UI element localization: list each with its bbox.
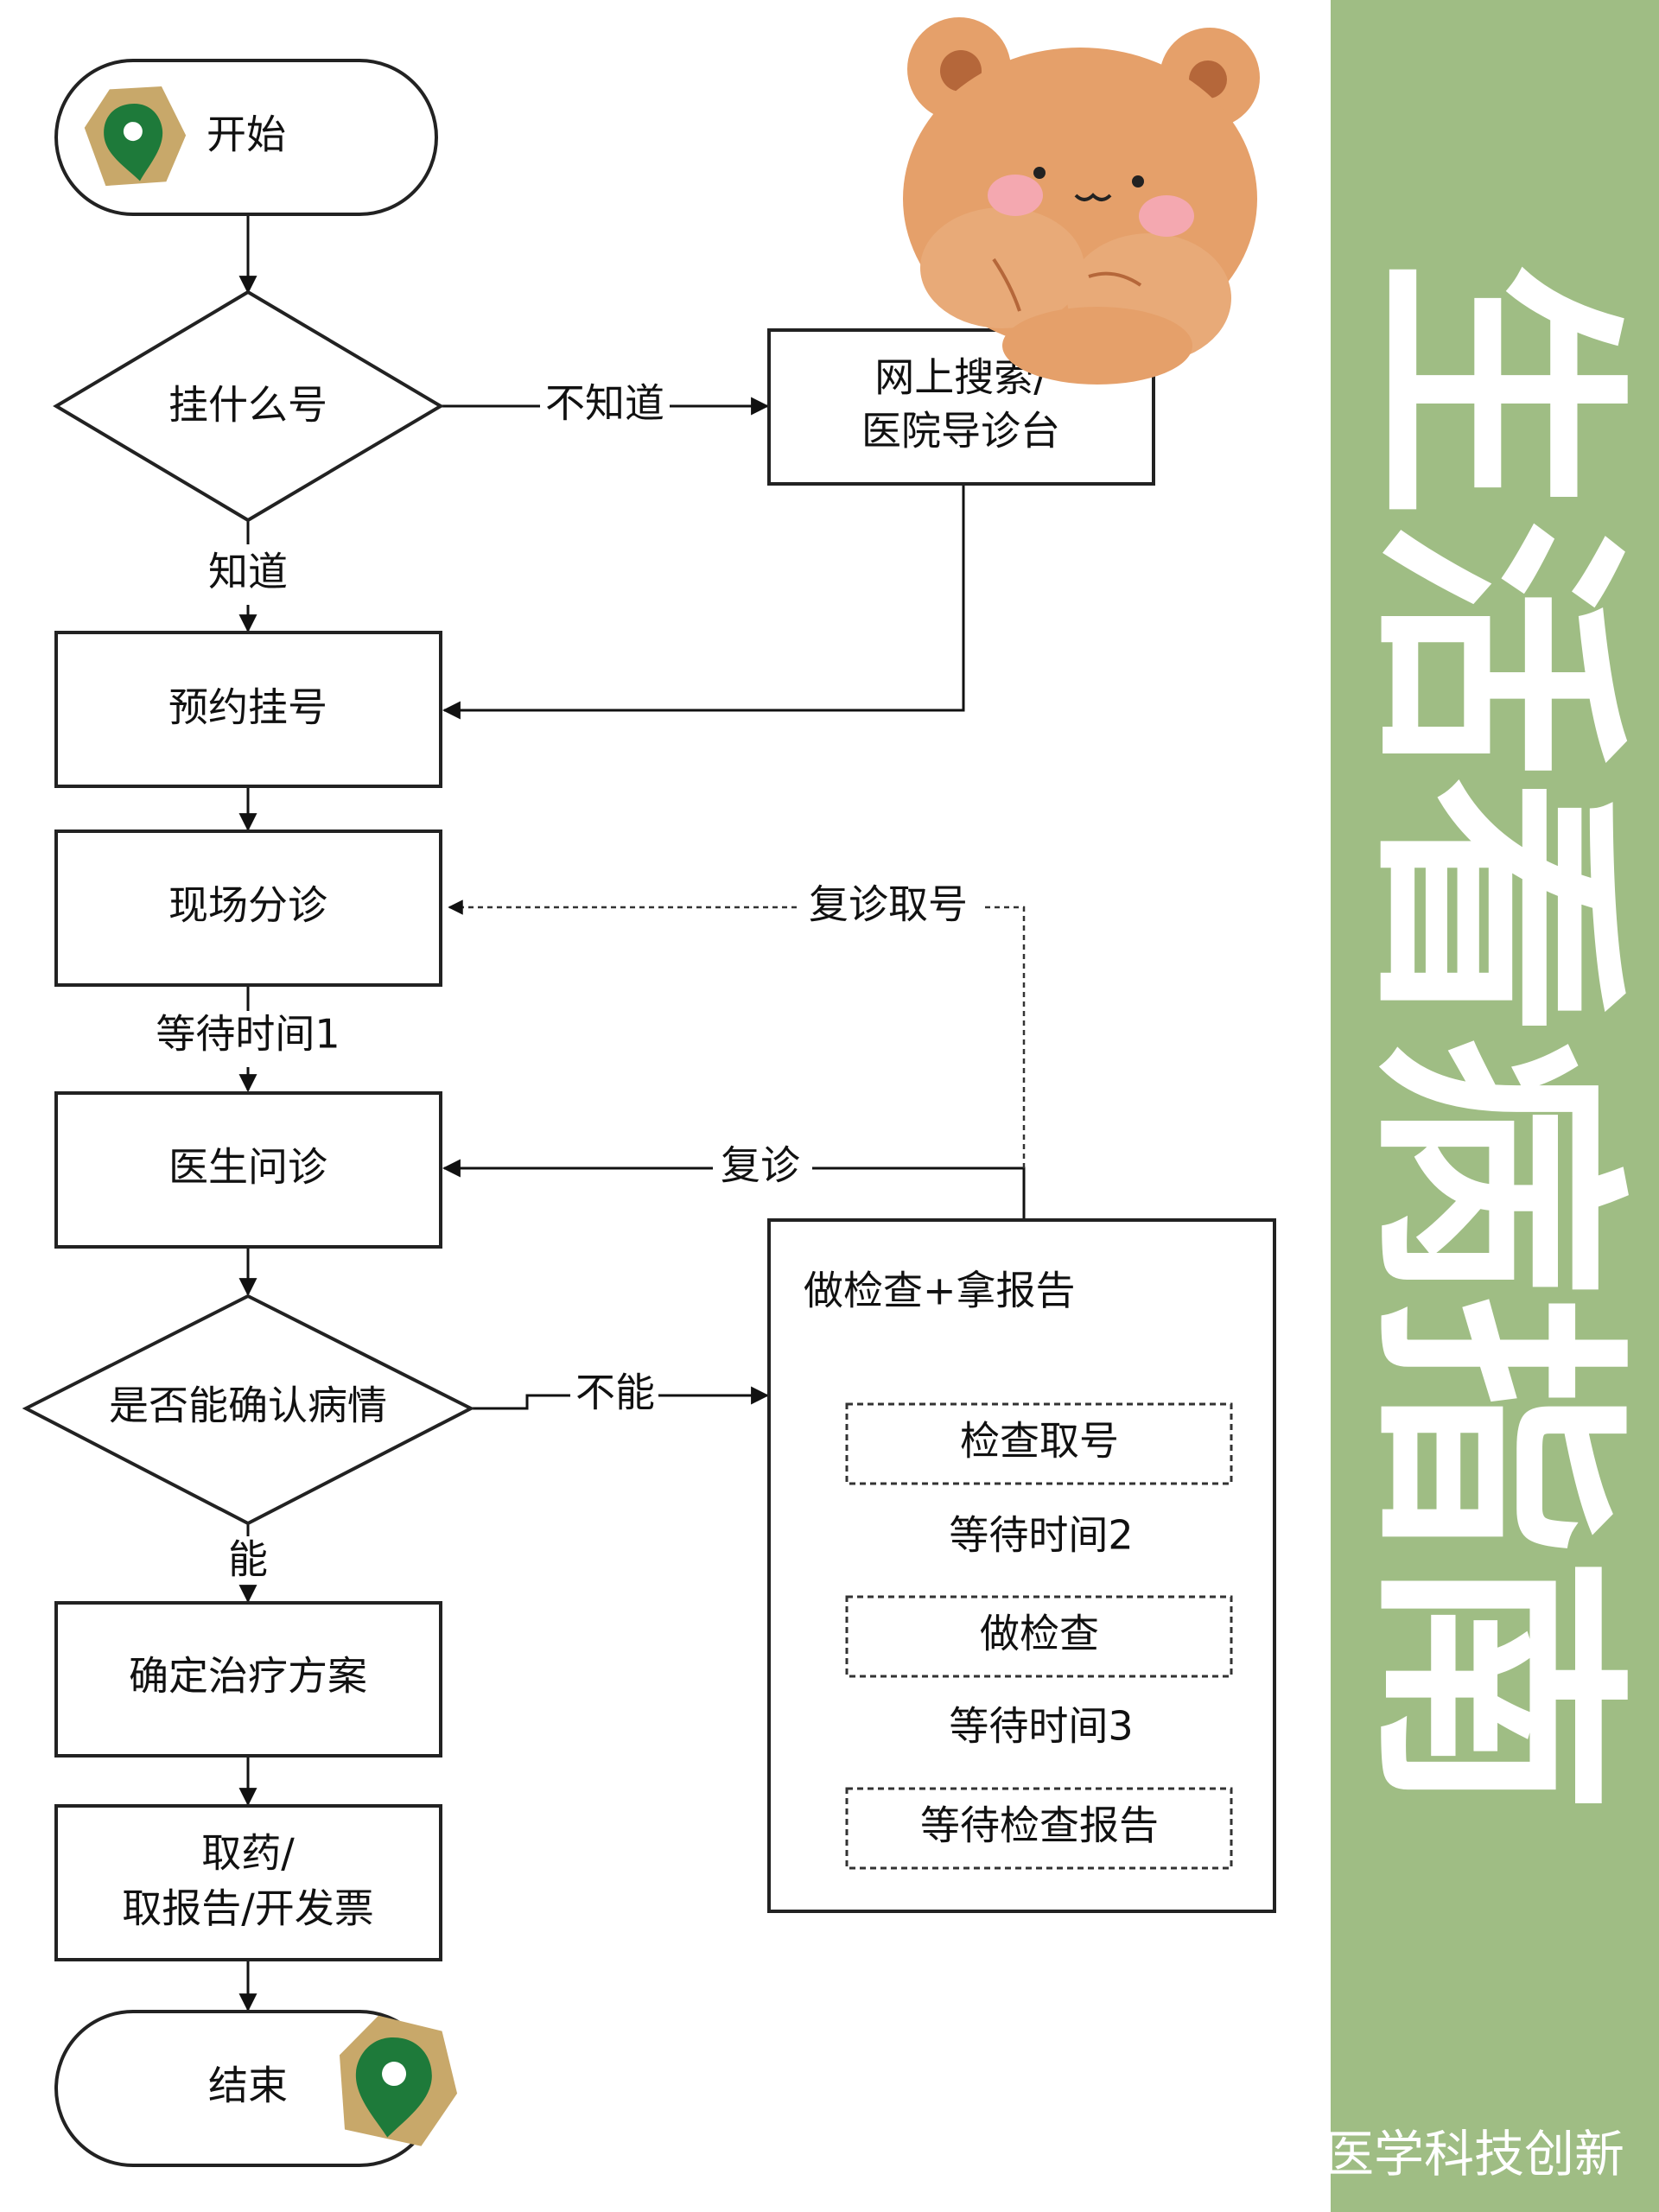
- edge-revisit-a: [812, 1166, 1026, 1220]
- which-number-decision: [53, 289, 444, 523]
- do-exam-label: 做检查: [980, 1611, 1099, 1657]
- watermark: du @医学科技创新: [1209, 2113, 1624, 2186]
- title-char: 看: [1344, 778, 1646, 1037]
- title-char: 南: [1344, 1555, 1646, 1815]
- exam-steps: [845, 1402, 1233, 1870]
- pickup-box: [54, 1804, 442, 1961]
- start-label: 开始: [207, 111, 286, 158]
- nodes: [22, 59, 1276, 2167]
- edge-label-dont-know: 不知道: [545, 380, 664, 427]
- edge-cannot-a: [471, 1394, 570, 1410]
- wait-report-box: [845, 1787, 1233, 1870]
- bear-sticker-icon: [903, 17, 1260, 385]
- edge-label-revisit: 复诊: [721, 1142, 800, 1189]
- dotted-connectors: [448, 899, 1026, 1168]
- exam-number-box: [845, 1402, 1233, 1485]
- end-label: 结束: [208, 2063, 288, 2109]
- location-pin-icon: [339, 2015, 458, 2146]
- which-number-label: 挂什么号: [168, 382, 327, 429]
- pickup-label-line2: 取报告/开发票: [122, 1885, 374, 1932]
- watermark-text: @医学科技创新: [1273, 2125, 1624, 2183]
- exam-number-label: 检查取号: [960, 1418, 1119, 1465]
- edge-label-wait3: 等待时间3: [949, 1703, 1133, 1750]
- sidebar-title: 生 活 看 病 指 南: [1331, 259, 1659, 1815]
- edge-label-return-number: 复诊取号: [809, 881, 968, 928]
- confirm-label: 是否能确认病情: [109, 1382, 387, 1429]
- appointment-label: 预约挂号: [168, 684, 327, 731]
- edge-label-wait2: 等待时间2: [949, 1512, 1133, 1559]
- title-char: 活: [1344, 518, 1646, 778]
- search-label-line2: 医院导诊台: [861, 408, 1060, 454]
- triage-label: 现场分诊: [168, 882, 327, 929]
- connectors: [238, 214, 1051, 2012]
- appointment-box: [54, 631, 442, 788]
- edge-label-wait1: 等待时间1: [156, 1011, 340, 1058]
- sidebar-banner: [1331, 0, 1659, 2212]
- pickup-label-line1: 取药/: [201, 1830, 295, 1877]
- edge-label-know: 知道: [208, 549, 288, 595]
- edge-return-a: [981, 906, 1026, 1168]
- flowchart: 开始 挂什么号 网上搜索/ 医院导诊台 预约挂号 现场分诊 医生问诊 是否能确认…: [22, 17, 1276, 2167]
- edge-label-cannot: 不能: [575, 1370, 655, 1416]
- title-char: 病: [1344, 1037, 1646, 1296]
- consult-box: [54, 1091, 442, 1249]
- location-pin-icon: [84, 86, 187, 187]
- edge-search-to-appointment: [442, 484, 965, 720]
- wait-report-label: 等待检查报告: [920, 1802, 1159, 1849]
- plan-label: 确定治疗方案: [129, 1653, 367, 1700]
- plan-box: [54, 1601, 442, 1758]
- platform-logo-icon: du: [1209, 2123, 1263, 2177]
- confirm-decision: [22, 1294, 475, 1526]
- edge-label-can: 能: [228, 1536, 268, 1583]
- consult-label: 医生问诊: [168, 1144, 327, 1191]
- exam-group-title: 做检查+拿报告: [804, 1268, 1076, 1314]
- title-char: 生: [1344, 259, 1646, 518]
- triage-box: [54, 830, 442, 987]
- title-char: 指: [1344, 1296, 1646, 1555]
- do-exam-box: [845, 1595, 1233, 1678]
